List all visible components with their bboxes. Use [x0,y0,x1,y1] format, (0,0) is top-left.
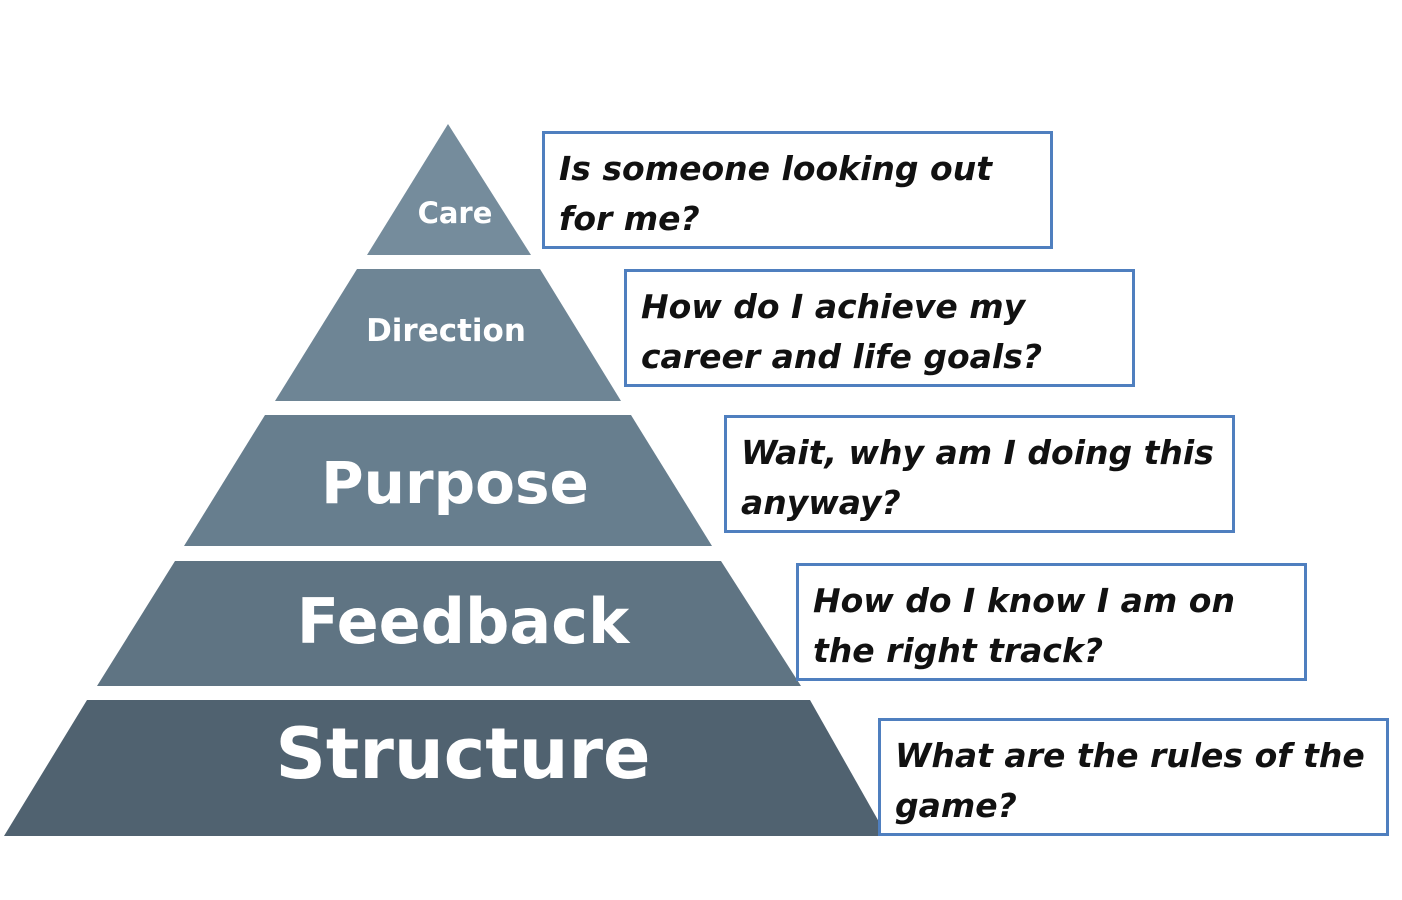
question-box-direction: How do I achieve my career and life goal… [624,269,1135,387]
tier-care-shape [367,124,531,255]
question-box-feedback: How do I know I am on the right track? [796,563,1307,681]
tier-care-label: Care [418,196,493,230]
tier-structure-shape [4,700,887,836]
question-box-care: Is someone looking out for me? [542,131,1053,249]
tier-structure-label: Structure [275,713,650,795]
tier-feedback-shape [97,561,801,686]
question-box-purpose: Wait, why am I doing this anyway? [724,415,1235,533]
tier-direction-label: Direction [366,313,526,349]
tier-purpose-label: Purpose [321,449,589,517]
tier-direction-shape [275,269,621,401]
tier-purpose-shape [184,415,712,546]
tier-feedback-label: Feedback [297,585,631,658]
question-box-structure: What are the rules of the game? [878,718,1389,836]
